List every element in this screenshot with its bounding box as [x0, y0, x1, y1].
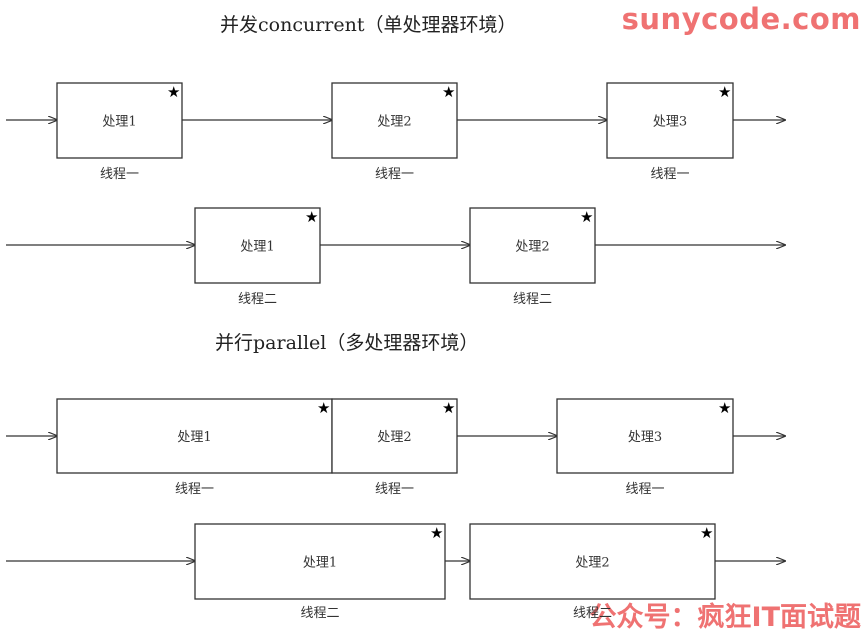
parallel-row2-thread-label-2: 线程二 [573, 606, 612, 621]
wechat-watermark: 公众号：疯狂IT面试题 [589, 602, 861, 633]
parallel-row1-box-1 [56, 398, 333, 474]
parallel-row1-box-3 [556, 398, 734, 474]
parallel-row1-thread-label-2: 线程一 [375, 482, 414, 497]
star-icon: ★ [317, 399, 330, 417]
parallel-row2-box-2 [469, 523, 716, 600]
concurrent-row1-box-3 [606, 82, 734, 159]
parallel-row2-box-1 [194, 523, 446, 600]
concurrent-title: 并发concurrent（单处理器环境） [220, 14, 517, 36]
concurrent-row2-box-1 [194, 207, 321, 284]
parallel-row1-box-3-label: 处理3 [628, 430, 662, 445]
parallel-row2-box-2-label: 处理2 [575, 556, 609, 571]
concurrent-row2-box-2-label: 处理2 [515, 240, 549, 255]
concurrent-row1-box-2-label: 处理2 [377, 115, 411, 130]
parallel-row1-thread-label-1: 线程一 [175, 482, 214, 497]
concurrent-row1-box-2 [331, 82, 458, 159]
star-icon: ★ [442, 399, 455, 417]
star-icon: ★ [580, 208, 593, 226]
concurrent-row1-box-1 [56, 82, 183, 159]
concurrent-row1-box-3-label: 处理3 [653, 115, 687, 130]
concurrent-row2-thread-label-1: 线程二 [238, 292, 277, 307]
parallel-row2-thread-label-1: 线程二 [300, 606, 339, 621]
concurrent-row1-thread-label-3: 线程一 [650, 167, 689, 182]
concurrent-row1-box-1-label: 处理1 [102, 115, 136, 130]
star-icon: ★ [718, 83, 731, 101]
star-icon: ★ [718, 399, 731, 417]
parallel-row1-thread-label-3: 线程一 [625, 482, 664, 497]
parallel-row2-box-1-label: 处理1 [303, 556, 337, 571]
concurrent-row2-thread-label-2: 线程二 [513, 292, 552, 307]
star-icon: ★ [167, 83, 180, 101]
star-icon: ★ [305, 208, 318, 226]
star-icon: ★ [700, 524, 713, 542]
concurrent-row1-thread-label-2: 线程一 [375, 167, 414, 182]
parallel-row1-box-2 [331, 398, 458, 474]
concurrent-row2-box-1-label: 处理1 [240, 240, 274, 255]
parallel-title: 并行parallel（多处理器环境） [215, 332, 479, 354]
parallel-row1-box-2-label: 处理2 [377, 430, 411, 445]
star-icon: ★ [442, 83, 455, 101]
parallel-row1-box-1-label: 处理1 [177, 430, 211, 445]
site-watermark: sunycode.com [621, 2, 861, 36]
concurrent-row2-box-2 [469, 207, 596, 284]
concurrent-row1-thread-label-1: 线程一 [100, 167, 139, 182]
star-icon: ★ [430, 524, 443, 542]
